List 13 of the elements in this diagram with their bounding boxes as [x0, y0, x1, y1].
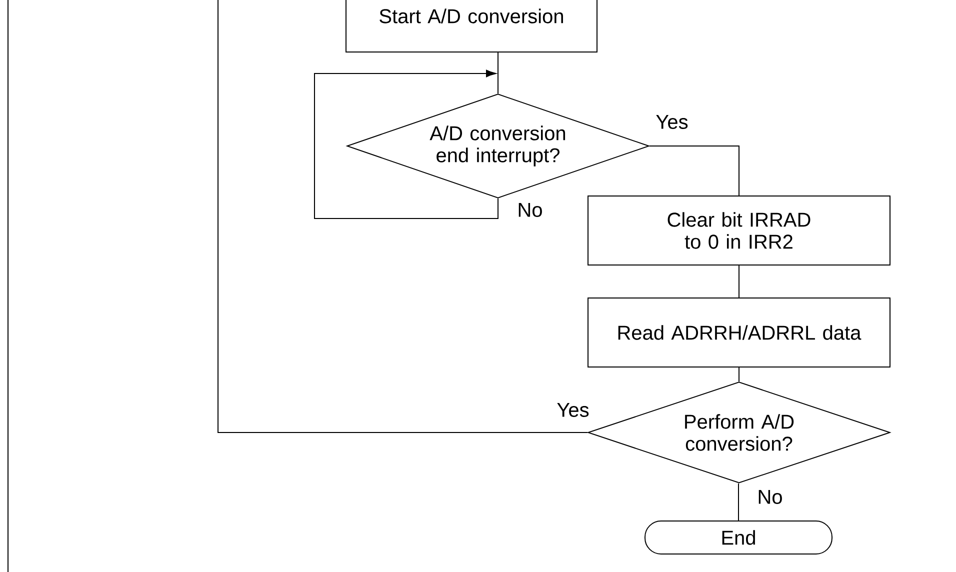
connector-line	[649, 146, 740, 196]
edge-label: No	[756, 489, 784, 505]
connector-line	[738, 483, 739, 521]
arrow	[314, 70, 498, 219]
process-box: Read ADRRH/ADRRL data	[588, 298, 890, 368]
edge-label: No	[516, 202, 544, 218]
connector-line	[738, 367, 740, 382]
process-box: Start A/D conversion	[346, 0, 598, 52]
connector-line	[738, 265, 740, 298]
process-box: Clear bit IRRAD to 0 in IRR2	[588, 196, 890, 266]
connector-line	[218, 0, 588, 433]
terminal-box: End	[644, 520, 832, 554]
edge-label: Yes	[654, 114, 690, 130]
